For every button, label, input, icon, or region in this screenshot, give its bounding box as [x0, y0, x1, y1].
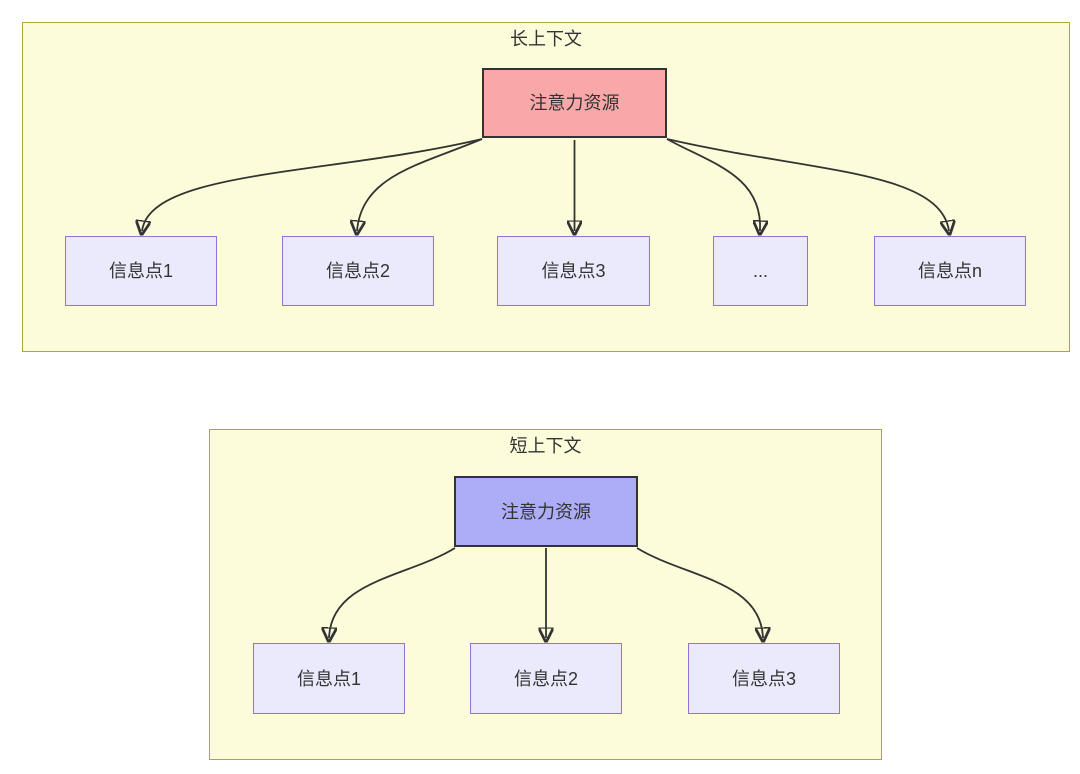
long-context-group-title: 长上下文 [510, 29, 582, 49]
info-node-long-ellipsis: ... [713, 236, 808, 306]
attention-node-short: 注意力资源 [454, 476, 638, 547]
info-node-long-1: 信息点1 [65, 236, 217, 306]
info-node-short-1: 信息点1 [253, 643, 405, 714]
info-node-long-3: 信息点3 [497, 236, 650, 306]
info-node-long-2: 信息点2 [282, 236, 434, 306]
short-context-group-title: 短上下文 [509, 436, 582, 456]
info-node-short-3: 信息点3 [688, 643, 840, 714]
attention-node-long: 注意力资源 [482, 68, 667, 138]
info-node-short-2: 信息点2 [470, 643, 622, 714]
info-node-long-n: 信息点n [874, 236, 1026, 306]
